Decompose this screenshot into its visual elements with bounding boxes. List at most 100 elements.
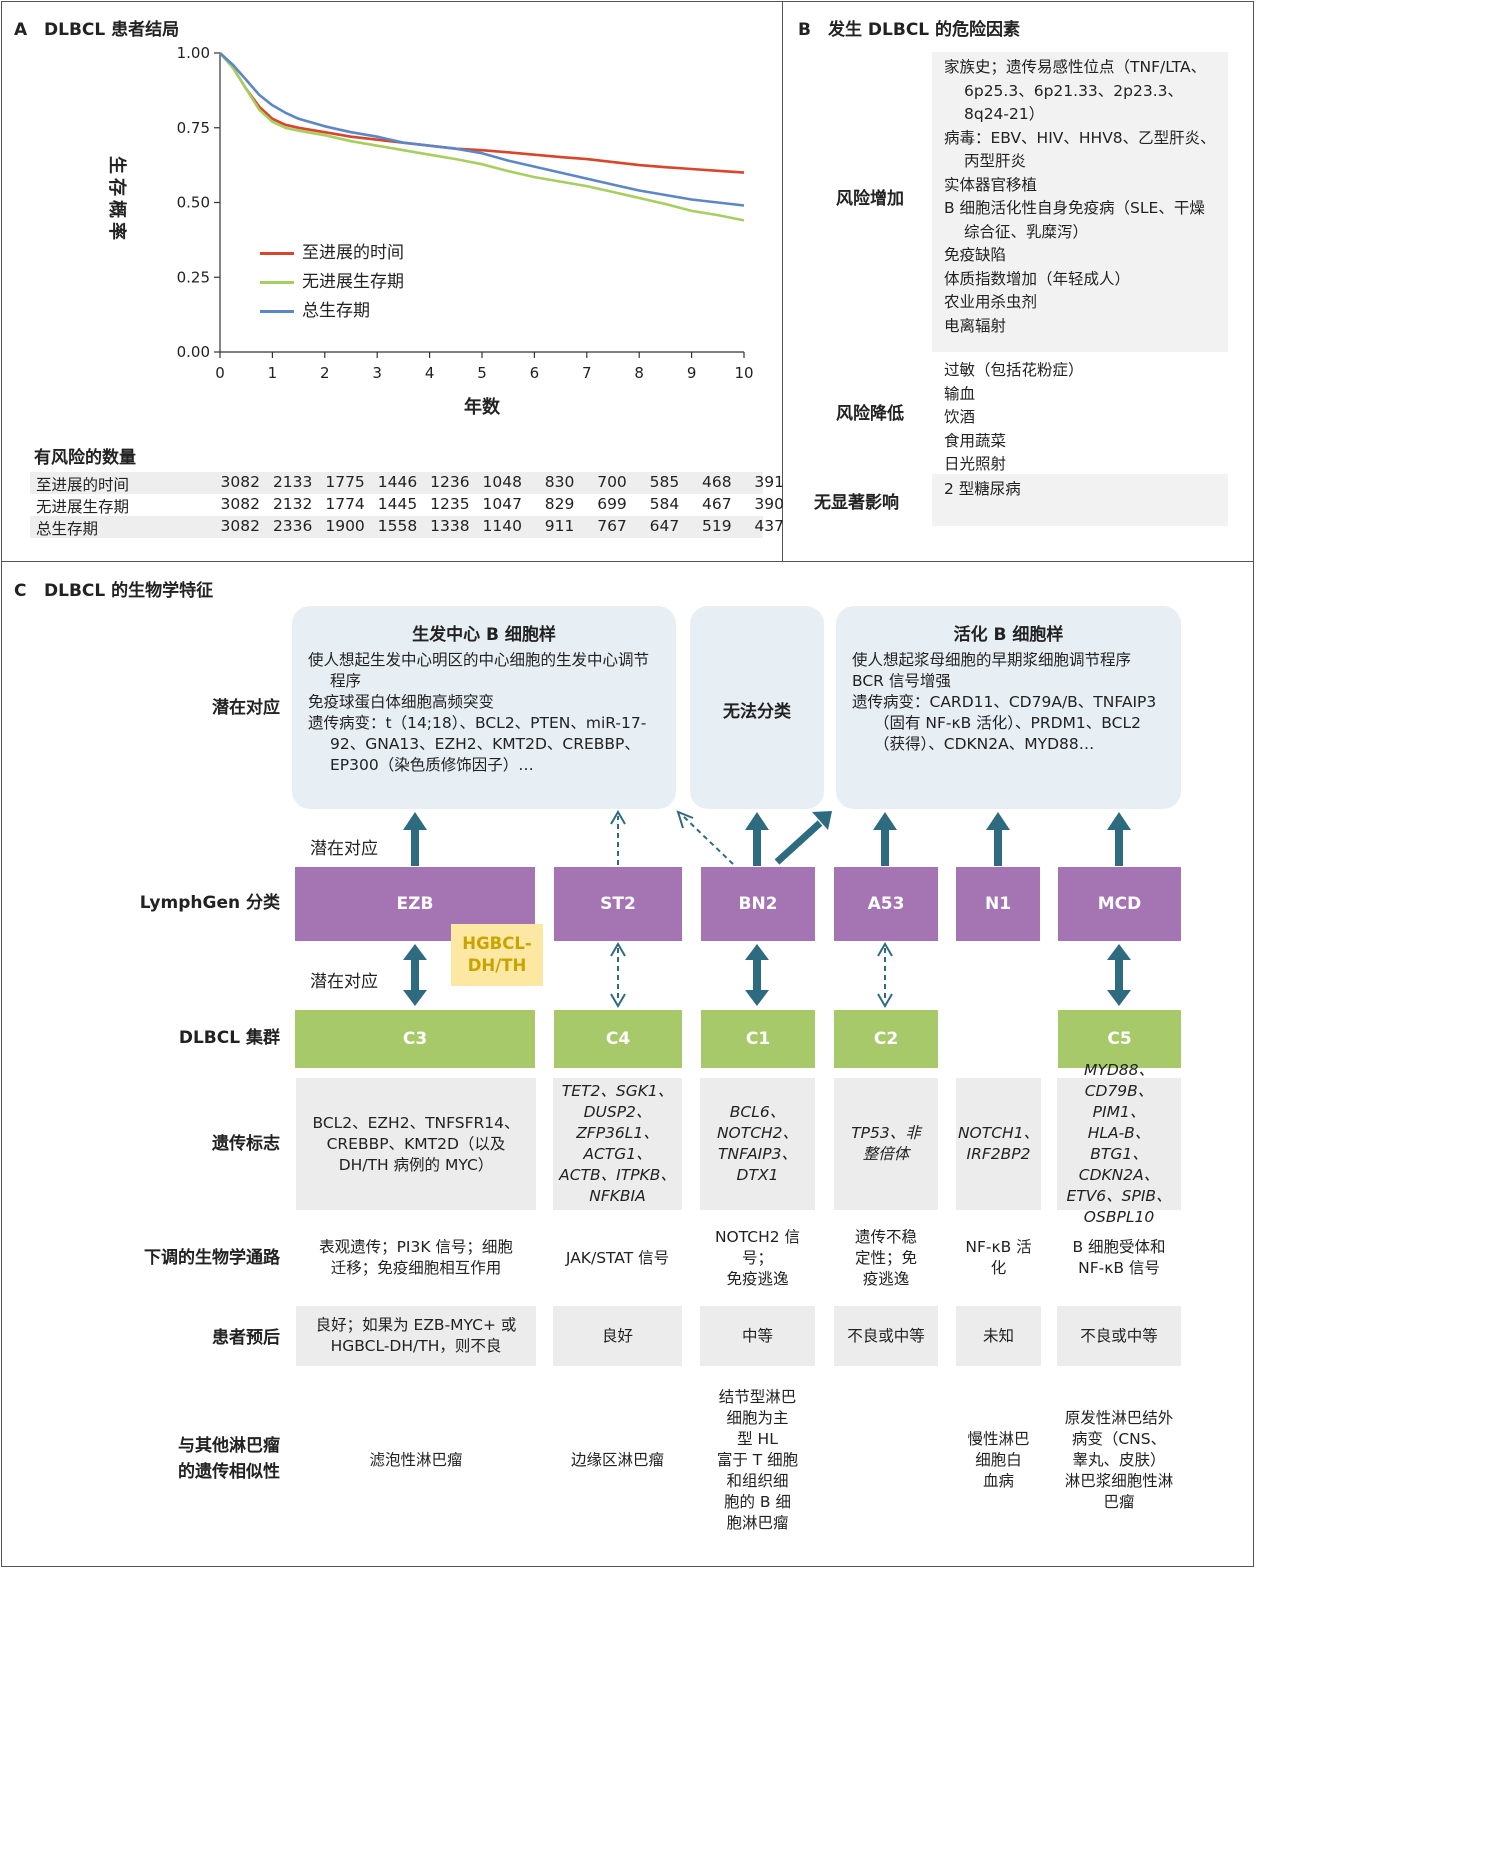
similarity-text: 和组织细	[726, 1471, 789, 1490]
risk-count: 2336	[272, 517, 313, 535]
risk-count: 1445	[377, 495, 418, 513]
y-tick-label: 1.00	[177, 44, 210, 62]
row-label-lymphgen: LymphGen 分类	[139, 893, 280, 913]
arrow-mcd-c5	[1107, 944, 1131, 1006]
genetic-text: CDKN2A、	[1078, 1166, 1160, 1184]
similarity-text: 胞的 B 细	[723, 1492, 791, 1511]
legend-label-pfs: 无进展生存期	[302, 272, 404, 292]
similarity-text: 睾丸、皮肤）	[1072, 1450, 1166, 1469]
no-effect-item: 2 型糖尿病	[944, 480, 1021, 498]
similarity-cell: 原发性淋巴结外病变（CNS、睾丸、皮肤）淋巴浆细胞性淋巴瘤	[1057, 1380, 1181, 1540]
risk-count: 2132	[272, 495, 313, 513]
risk-decrease-item: 食用蔬菜	[944, 431, 1007, 450]
hgbcl-dh-th-badge: HGBCL-DH/TH	[451, 924, 543, 986]
x-tick-label: 0	[215, 364, 225, 382]
risk-increase-item: 实体器官移植	[944, 175, 1038, 194]
genetic-text: IRF2BP2	[966, 1145, 1031, 1163]
risk-decrease-item: 过敏（包括花粉症）	[944, 361, 1084, 379]
similarity-text: 细胞白	[975, 1450, 1022, 1469]
risk-count: 3082	[220, 517, 260, 535]
gcb-line: 使人想起生发中心明区的中心细胞的生发中心调节程序	[308, 651, 650, 690]
prognosis-cell: 不良或中等	[1057, 1306, 1181, 1366]
prognosis-cell: 中等	[700, 1306, 815, 1366]
risk-count: 699	[597, 495, 627, 513]
risk-count: 468	[702, 473, 732, 491]
no-effect-label: 无显著影响	[814, 493, 899, 513]
risk-count: 1236	[430, 473, 470, 491]
genetic-text: DUSP2、	[583, 1103, 652, 1121]
risk-count: 3082	[220, 495, 260, 513]
pathway-cell: JAK/STAT 信号	[553, 1223, 682, 1293]
prognosis-cell: 不良或中等	[834, 1306, 938, 1366]
pathway-cell: NOTCH2 信号；免疫逃逸	[700, 1223, 815, 1293]
genetic-text: MYD88、	[1084, 1061, 1154, 1079]
prognosis-cell: 未知	[956, 1306, 1041, 1366]
panel-c-letter: C	[14, 581, 27, 601]
pathway-text: 定性；免	[854, 1248, 917, 1267]
row-label-similarity-line1: 与其他淋巴瘤	[178, 1436, 280, 1456]
risk-count: 437	[754, 517, 784, 535]
risk-count: 767	[597, 517, 627, 535]
genetic-text: 整倍体	[862, 1145, 910, 1163]
genetic-text: HLA-B、BTG1、	[1087, 1124, 1151, 1163]
risk-increase-item: 体质指数增加（年轻成人）	[944, 269, 1131, 288]
abc-line: 遗传病变：CARD11、CD79A/B、TNFAIP3（固有 NF-κB 活化）…	[852, 693, 1157, 753]
y-tick-label: 0.50	[177, 194, 210, 212]
risk-count: 1775	[325, 473, 365, 491]
risk-decrease-item: 输血	[944, 384, 976, 403]
genetic-text: TP53、非	[851, 1124, 921, 1142]
cluster-c5: C5	[1058, 1010, 1181, 1068]
cluster-c2: C2	[834, 1010, 938, 1068]
arrow-ezb-up	[403, 812, 427, 866]
pathway-cell: NF-κB 活化	[956, 1223, 1041, 1293]
risk-count: 2133	[272, 473, 313, 491]
x-tick-label: 6	[530, 364, 540, 382]
risk-row-label: 无进展生存期	[36, 498, 130, 516]
y-tick-label: 0.00	[177, 343, 210, 361]
abc-line: 使人想起浆母细胞的早期浆细胞调节程序	[852, 651, 1132, 669]
arrow-bn2-c1	[745, 944, 769, 1006]
series-line-1	[219, 52, 745, 222]
risk-count: 1140	[482, 517, 522, 535]
pathway-text: NOTCH2 信号；	[714, 1227, 801, 1267]
genetic-text: CD79B、PIM1、	[1084, 1082, 1154, 1121]
genetic-text: NFKBIA	[589, 1187, 646, 1205]
risk-increase-item: 免疫缺陷	[944, 246, 1007, 264]
risk-count: 3082	[220, 473, 260, 491]
lymphgen-bn2: BN2	[701, 867, 815, 941]
arrows-layer	[403, 810, 1131, 1008]
row-label-cluster: DLBCL 集群	[178, 1028, 280, 1048]
gcb-line: 遗传病变：t（14;18）、BCL2、PTEN、miR-17-92、GNA13、…	[308, 714, 647, 774]
risk-count: 1338	[430, 517, 470, 535]
risk-count: 647	[649, 517, 680, 535]
similarity-text: 滤泡性淋巴瘤	[369, 1450, 463, 1469]
panel-c-frame	[1, 561, 1254, 1567]
abc-line: BCR 信号增强	[852, 672, 951, 690]
genetic-cell: BCL6、NOTCH2、TNFAIP3、DTX1	[700, 1078, 815, 1210]
legend-swatch-ttp	[260, 251, 294, 255]
risk-count: 1900	[325, 517, 365, 535]
risk-increase-item: 病毒：EBV、HIV、HHV8、乙型肝炎、丙型肝炎	[944, 128, 1216, 171]
row-label-similarity: 与其他淋巴瘤 的遗传相似性	[10, 1433, 280, 1485]
risk-increase-item: 家族史；遗传易感性位点（TNF/LTA、6p25.3、6p21.33、2p23.…	[944, 58, 1207, 123]
lymphgen-mcd: MCD	[1058, 867, 1181, 941]
similarity-text: 血病	[982, 1471, 1014, 1490]
y-tick-label: 0.75	[177, 119, 210, 137]
arrow-bn2-up	[745, 812, 769, 866]
risk-count: 390	[754, 495, 784, 513]
risk-count: 391	[754, 473, 784, 491]
risk-increase-item: 农业用杀虫剂	[944, 293, 1038, 311]
risk-count: 829	[544, 495, 575, 513]
row-label-genetic: 遗传标志	[212, 1134, 280, 1154]
similarity-text: 结节型淋巴	[718, 1387, 797, 1406]
risk-count: 1047	[482, 495, 522, 513]
similarity-cell: 滤泡性淋巴瘤	[296, 1380, 536, 1540]
pathway-text: NF-κB 信号	[1078, 1259, 1160, 1277]
risk-count: 1446	[377, 473, 418, 491]
arrow-label-bottom: 潜在对应	[310, 972, 378, 992]
prognosis-text: 未知	[982, 1326, 1014, 1345]
abc-title: 活化 B 细胞样	[953, 625, 1064, 645]
